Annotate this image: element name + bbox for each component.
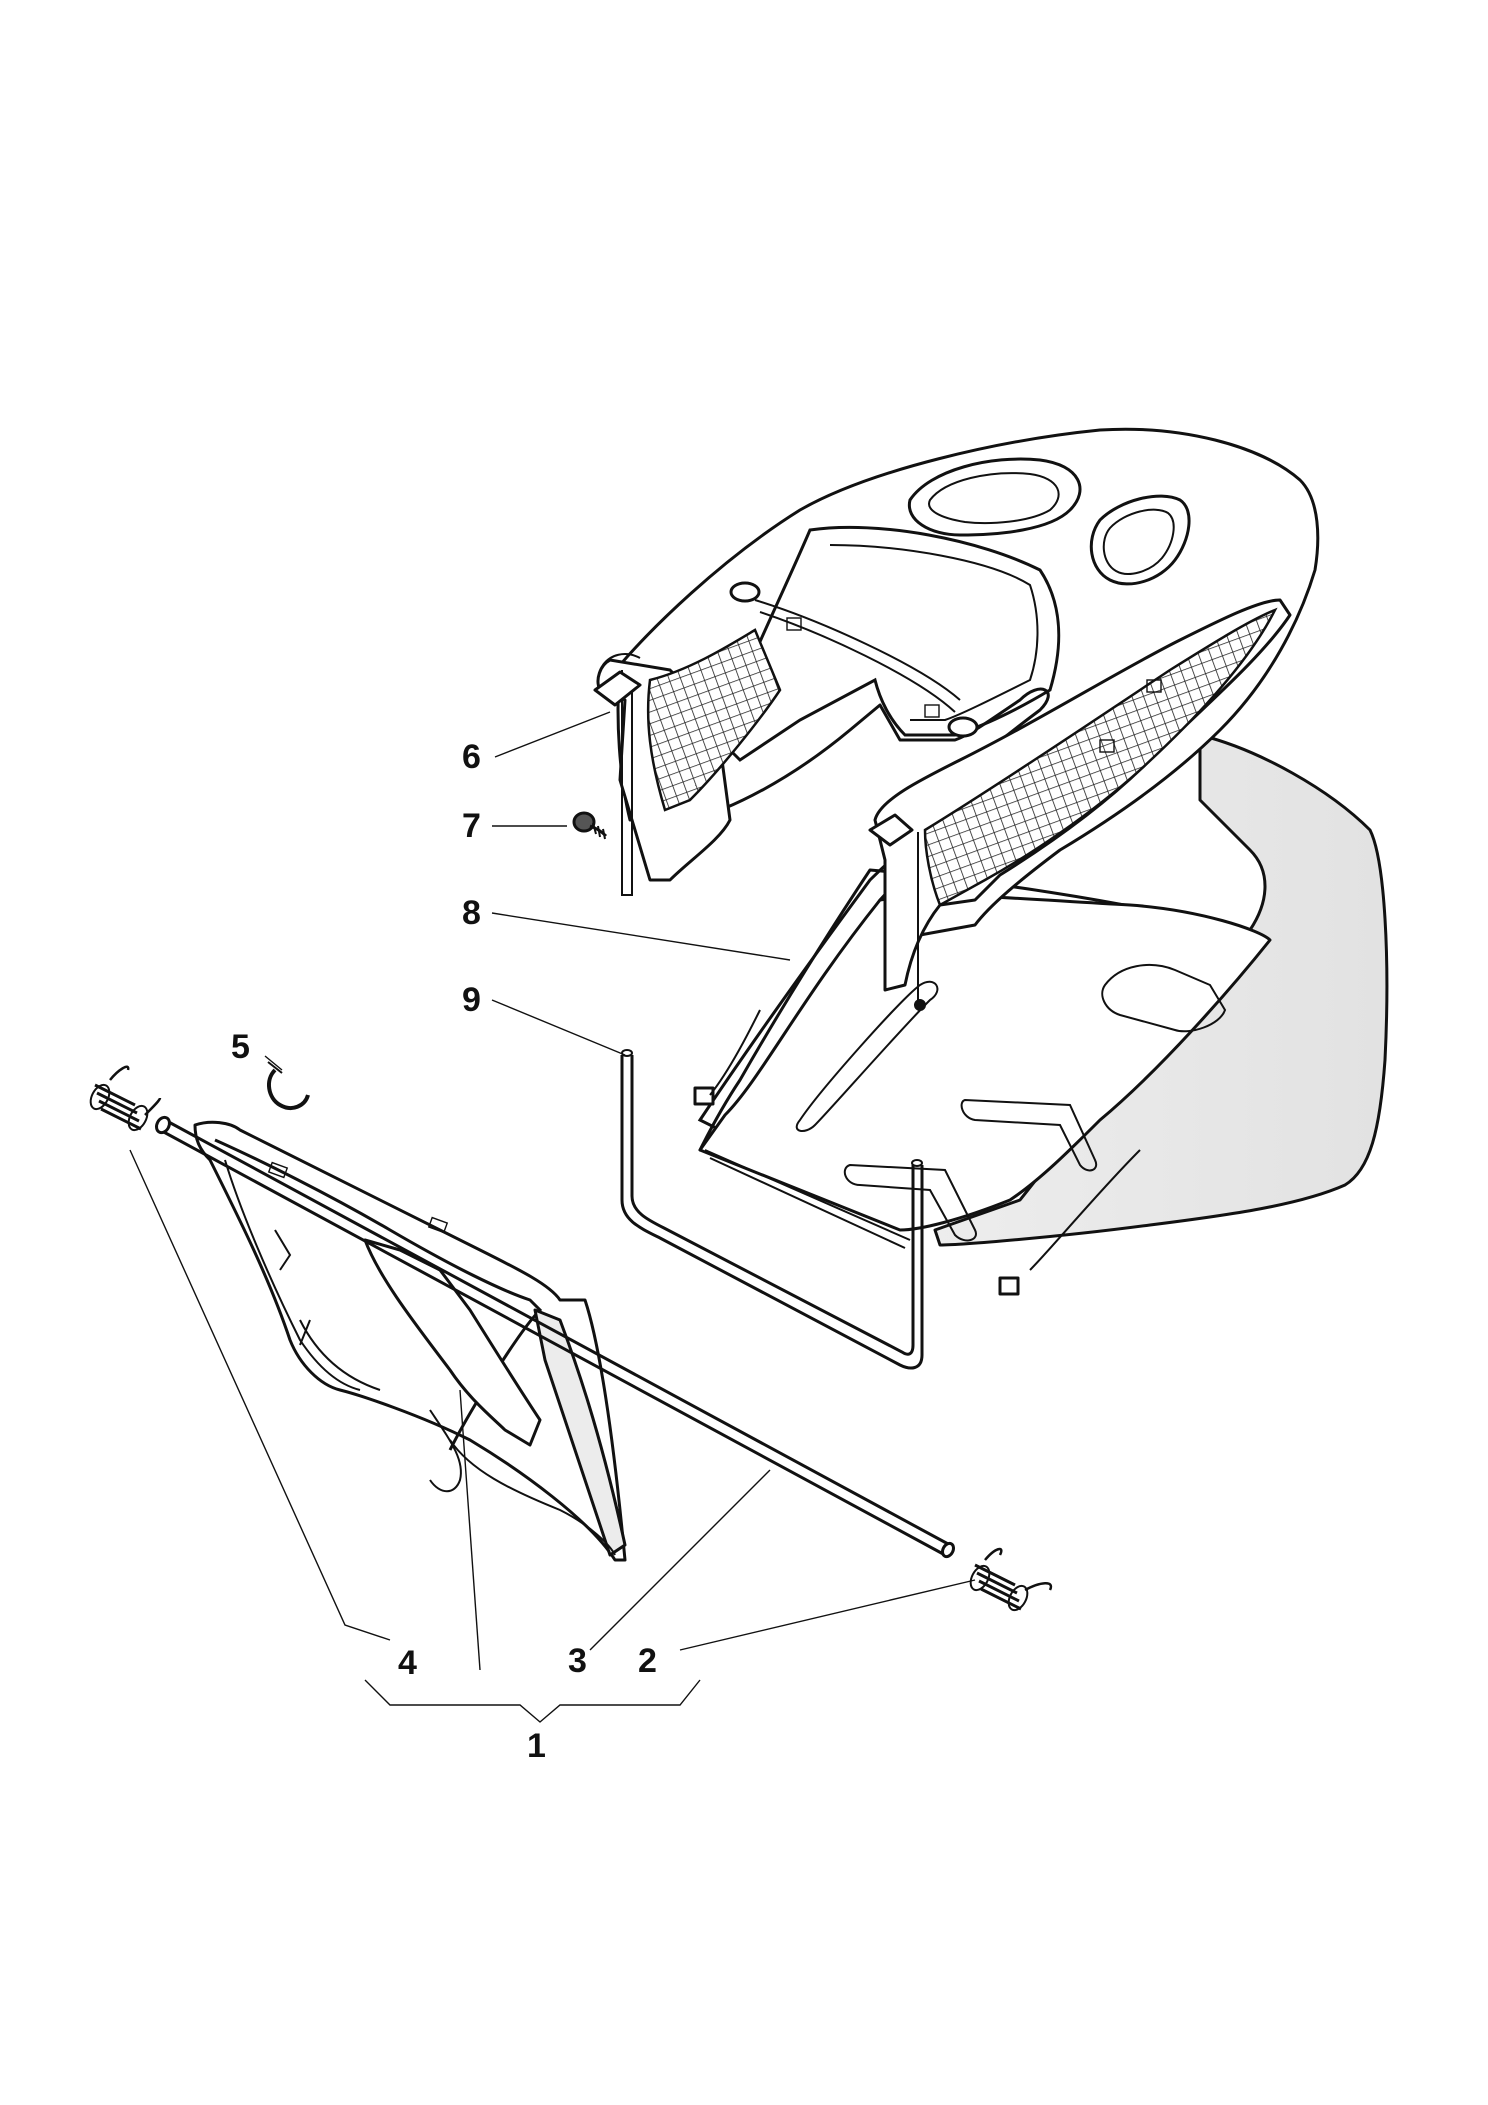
axle-rod-part (155, 1115, 956, 1559)
screw-part (572, 811, 608, 840)
flap-part (193, 1120, 627, 1562)
callout-6: 6 (462, 738, 481, 776)
callout-1: 1 (527, 1727, 546, 1765)
callout-8: 8 (462, 894, 481, 932)
clip-part (267, 1061, 310, 1110)
top-cover-part (593, 427, 1320, 1011)
callout-4: 4 (398, 1644, 417, 1682)
left-spring-part (89, 1065, 162, 1132)
u-frame-part (620, 1049, 924, 1370)
leader-lines (129, 711, 976, 1723)
right-spring-part (969, 1547, 1053, 1612)
callout-2: 2 (638, 1642, 657, 1680)
callout-3: 3 (568, 1642, 587, 1680)
callout-5: 5 (231, 1028, 250, 1066)
callout-9: 9 (462, 981, 481, 1019)
callout-7: 7 (462, 807, 481, 845)
grass-bag-part (693, 733, 1389, 1296)
callouts: 6 7 8 9 5 4 3 2 1 (231, 738, 657, 1765)
